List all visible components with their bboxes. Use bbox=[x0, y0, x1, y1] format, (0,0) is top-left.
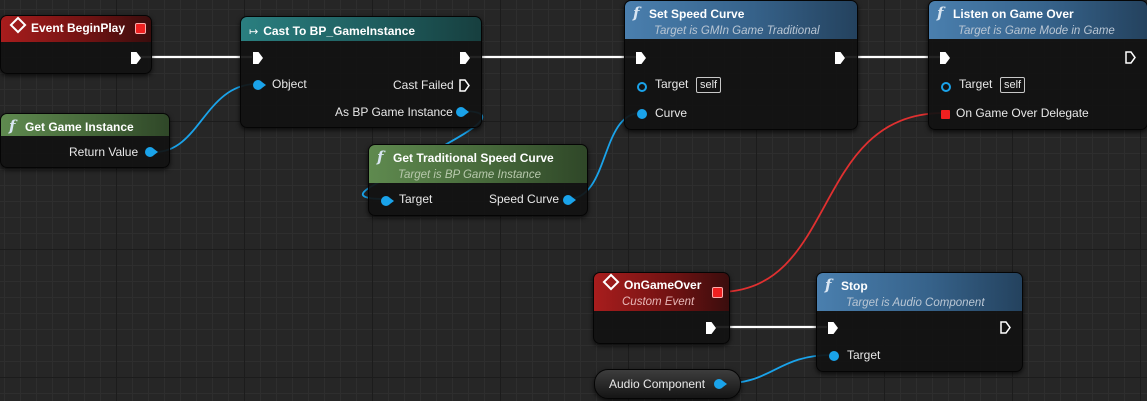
on-game-over-title: OnGameOver bbox=[624, 278, 702, 292]
stop-node[interactable]: f Stop Target is Audio Component Target bbox=[816, 272, 1023, 372]
function-icon: f bbox=[937, 4, 944, 22]
delegate-output-pin[interactable] bbox=[135, 23, 146, 34]
beginplay-exec-out-pin[interactable] bbox=[131, 52, 141, 64]
listen-exec-in-pin[interactable] bbox=[940, 52, 950, 64]
audio-component-label: Audio Component bbox=[609, 377, 706, 391]
stop-target-pin[interactable] bbox=[829, 351, 839, 361]
wire-ongameover-delegate bbox=[717, 112, 945, 293]
cast-to-bp-gameinstance-node[interactable]: ↦ Cast To BP_GameInstance Object Cast Fai… bbox=[240, 16, 482, 128]
listen-exec-out-pin[interactable] bbox=[1125, 51, 1136, 64]
audio-component-pin[interactable] bbox=[714, 379, 727, 389]
stop-exec-out-pin[interactable] bbox=[1000, 321, 1011, 334]
on-game-over-subtitle: Custom Event bbox=[622, 296, 695, 308]
cast-title: Cast To BP_GameInstance bbox=[263, 24, 416, 38]
cast-exec-out-pin[interactable] bbox=[460, 52, 470, 64]
cast-exec-in-pin[interactable] bbox=[253, 52, 263, 64]
curve-label: Curve bbox=[655, 106, 688, 120]
event-beginplay-header: Event BeginPlay bbox=[1, 16, 151, 42]
object-pin[interactable] bbox=[253, 80, 266, 90]
cast-failed-exec-pin[interactable] bbox=[459, 79, 470, 92]
get-speed-curve-subtitle: Target is BP Game Instance bbox=[398, 169, 541, 181]
set-speed-self-default[interactable]: self bbox=[696, 77, 722, 93]
listen-game-over-title: Listen on Game Over bbox=[953, 7, 1074, 21]
listen-on-game-over-node[interactable]: f Listen on Game Over Target is Game Mode… bbox=[928, 0, 1147, 130]
function-icon: f bbox=[377, 148, 384, 166]
stop-subtitle: Target is Audio Component bbox=[846, 297, 985, 309]
get-traditional-speed-curve-node[interactable]: f Get Traditional Speed Curve Target is B… bbox=[368, 144, 588, 216]
on-game-over-delegate-label: On Game Over Delegate bbox=[956, 106, 1089, 120]
set-speed-exec-in-pin[interactable] bbox=[636, 52, 646, 64]
return-value-pin[interactable] bbox=[145, 147, 158, 157]
get-game-instance-node[interactable]: f Get Game Instance Return Value bbox=[0, 113, 170, 168]
hollow-exec-icon bbox=[1000, 321, 1011, 334]
on-game-over-exec-out-pin[interactable] bbox=[706, 322, 716, 334]
cast-header: ↦ Cast To BP_GameInstance bbox=[241, 17, 481, 41]
object-label: Object bbox=[272, 77, 307, 91]
listen-target-pin[interactable] bbox=[941, 82, 951, 92]
get-game-instance-header: f Get Game Instance bbox=[1, 114, 169, 136]
stop-exec-in-pin[interactable] bbox=[828, 322, 838, 334]
speed-curve-target-label: Target bbox=[399, 192, 433, 206]
speed-curve-label: Speed Curve bbox=[489, 192, 560, 206]
speed-curve-pin[interactable] bbox=[563, 195, 576, 205]
stop-target-label: Target bbox=[847, 348, 881, 362]
stop-title: Stop bbox=[841, 279, 868, 293]
on-game-over-delegate-out-pin[interactable] bbox=[712, 287, 723, 298]
set-speed-curve-node[interactable]: f Set Speed Curve Target is GMIn Game Tra… bbox=[624, 0, 858, 130]
as-bp-game-instance-pin[interactable] bbox=[456, 107, 469, 117]
hollow-exec-icon bbox=[459, 79, 470, 92]
cast-failed-label: Cast Failed bbox=[393, 78, 454, 92]
cast-arrow-icon: ↦ bbox=[249, 26, 259, 38]
listen-game-over-subtitle: Target is Game Mode in Game bbox=[958, 25, 1115, 37]
on-game-over-delegate-pin[interactable] bbox=[941, 110, 950, 119]
listen-self-default[interactable]: self bbox=[1000, 77, 1026, 93]
set-speed-exec-out-pin[interactable] bbox=[835, 52, 845, 64]
get-speed-curve-header: f Get Traditional Speed Curve Target is B… bbox=[369, 145, 587, 183]
listen-game-over-header: f Listen on Game Over Target is Game Mode… bbox=[929, 1, 1147, 39]
event-beginplay-title: Event BeginPlay bbox=[31, 21, 126, 35]
function-icon: f bbox=[633, 4, 640, 22]
return-value-label: Return Value bbox=[69, 145, 139, 159]
event-diamond-icon bbox=[9, 16, 27, 34]
event-diamond-icon bbox=[602, 273, 620, 291]
function-icon: f bbox=[825, 276, 832, 294]
stop-header: f Stop Target is Audio Component bbox=[817, 273, 1022, 311]
set-speed-target-label: Target bbox=[655, 77, 689, 91]
on-game-over-event-node[interactable]: OnGameOver Custom Event bbox=[593, 272, 730, 344]
hollow-exec-icon bbox=[1125, 51, 1136, 64]
get-game-instance-title: Get Game Instance bbox=[25, 120, 134, 134]
listen-target-label: Target bbox=[959, 77, 993, 91]
set-speed-curve-title: Set Speed Curve bbox=[649, 7, 745, 21]
set-speed-target-pin[interactable] bbox=[637, 82, 647, 92]
audio-component-variable-node[interactable]: Audio Component bbox=[594, 369, 741, 399]
on-game-over-header: OnGameOver Custom Event bbox=[594, 273, 729, 311]
speed-curve-target-pin[interactable] bbox=[381, 196, 394, 206]
set-speed-curve-header: f Set Speed Curve Target is GMIn Game Tra… bbox=[625, 1, 857, 39]
set-speed-curve-subtitle: Target is GMIn Game Traditional bbox=[654, 25, 820, 37]
curve-pin[interactable] bbox=[637, 109, 647, 119]
function-icon: f bbox=[9, 117, 16, 135]
as-bp-game-instance-label: As BP Game Instance bbox=[335, 105, 453, 119]
get-speed-curve-title: Get Traditional Speed Curve bbox=[393, 151, 554, 165]
event-beginplay-node[interactable]: Event BeginPlay bbox=[0, 15, 152, 74]
